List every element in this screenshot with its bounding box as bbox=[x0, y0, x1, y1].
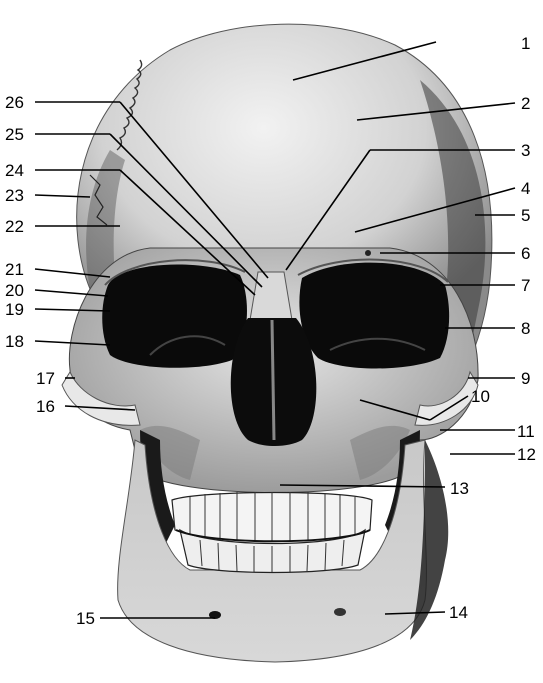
label-20: 20 bbox=[5, 281, 24, 300]
label-3: 3 bbox=[521, 141, 530, 160]
skull-drawing bbox=[62, 24, 492, 662]
label-11: 11 bbox=[517, 422, 535, 441]
label-26: 26 bbox=[5, 93, 24, 112]
supraorbital-foramen bbox=[365, 250, 371, 256]
label-18: 18 bbox=[5, 332, 24, 351]
right-mental-foramen bbox=[334, 608, 346, 616]
label-25: 25 bbox=[5, 125, 24, 144]
label-10: 10 bbox=[471, 387, 490, 406]
label-23: 23 bbox=[5, 186, 24, 205]
label-19: 19 bbox=[5, 300, 24, 319]
label-6: 6 bbox=[521, 244, 530, 263]
label-16: 16 bbox=[36, 397, 55, 416]
label-15: 15 bbox=[76, 609, 95, 628]
label-8: 8 bbox=[521, 319, 530, 338]
right-orbit bbox=[299, 263, 449, 369]
label-9: 9 bbox=[521, 369, 530, 388]
label-24: 24 bbox=[5, 161, 24, 180]
label-7: 7 bbox=[521, 276, 530, 295]
left-orbit bbox=[102, 265, 247, 368]
label-12: 12 bbox=[517, 445, 536, 464]
label-1: 1 bbox=[521, 34, 530, 53]
label-4: 4 bbox=[521, 179, 530, 198]
nasal-bones bbox=[250, 272, 292, 320]
teeth bbox=[172, 492, 372, 573]
label-21: 21 bbox=[5, 260, 24, 279]
label-13: 13 bbox=[450, 479, 469, 498]
label-17: 17 bbox=[36, 369, 55, 388]
label-5: 5 bbox=[521, 206, 530, 225]
label-14: 14 bbox=[449, 603, 468, 622]
label-2: 2 bbox=[521, 94, 530, 113]
nasal-septum bbox=[272, 320, 274, 440]
label-22: 22 bbox=[5, 217, 24, 236]
